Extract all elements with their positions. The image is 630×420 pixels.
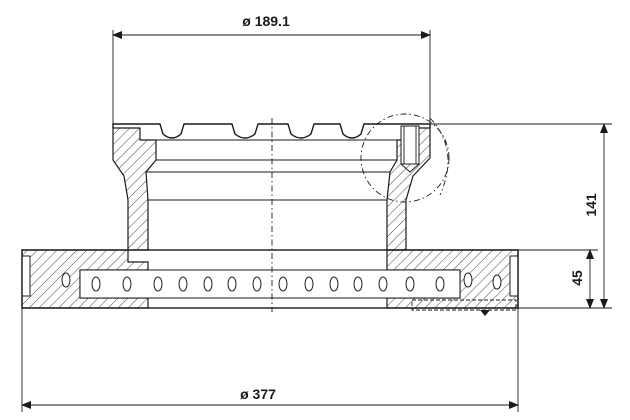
vent-hole: [153, 276, 163, 292]
vent-hole: [329, 276, 339, 292]
vent-hole: [178, 276, 188, 292]
vent-hole: [203, 276, 213, 292]
hat-section: [112, 113, 450, 251]
hat-left-wall: [112, 127, 157, 251]
vent-hole: [405, 276, 415, 292]
detail-arc: [429, 117, 449, 196]
vent-hole: [122, 276, 132, 292]
disc-right-notch: [509, 255, 519, 297]
overall-height-label: 141: [583, 193, 599, 217]
vent-hole: [278, 276, 288, 292]
dim-top-diameter: ø 189.1: [112, 13, 431, 124]
threaded-hole: [400, 125, 420, 165]
vent-hole: [91, 276, 101, 292]
disc-left-notch: [21, 255, 31, 297]
bottom-diameter-label: ø 377: [240, 386, 276, 402]
vent-channel: [79, 269, 461, 299]
disc-height-label: 45: [569, 270, 585, 286]
vent-hole: [353, 276, 363, 292]
hat-top-rim: [112, 123, 431, 139]
vent-hole: [435, 276, 445, 292]
dim-disc-height: 45: [518, 249, 598, 309]
vent-hole: [378, 276, 388, 292]
dim-bottom-diameter: ø 377: [21, 308, 519, 412]
vent-hole: [492, 274, 502, 290]
vent-hole: [227, 276, 237, 292]
disc-section: [21, 249, 519, 316]
vent-hole: [61, 272, 71, 288]
vent-hole: [463, 272, 473, 288]
section-marker-box: [411, 299, 517, 311]
detail-circle: [360, 113, 450, 203]
vent-hole: [252, 276, 262, 292]
disc-outline: [21, 249, 519, 309]
dim-overall-height: 141: [430, 123, 612, 309]
vent-hole: [304, 276, 314, 292]
top-diameter-label: ø 189.1: [242, 13, 290, 29]
